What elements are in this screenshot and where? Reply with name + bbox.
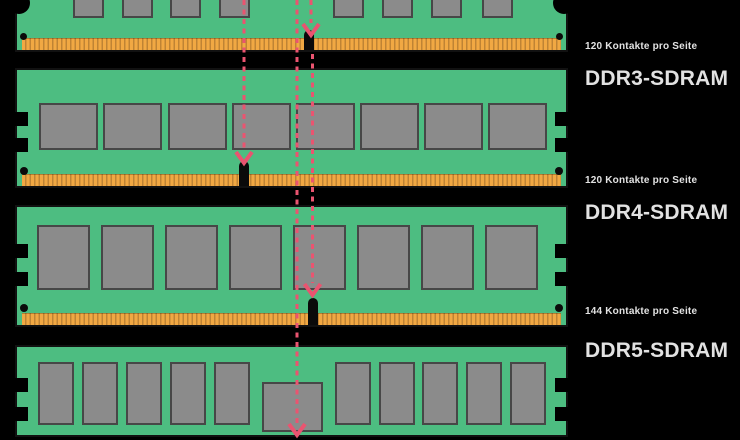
memory-chip: [510, 362, 546, 425]
memory-chip: [466, 362, 502, 425]
memory-chip: [335, 362, 371, 425]
side-cutout: [15, 138, 28, 152]
side-cutout: [555, 138, 568, 152]
memory-chip: [431, 0, 462, 18]
side-cutout: [15, 378, 28, 392]
memory-chip: [422, 362, 458, 425]
screw-hole: [556, 33, 563, 40]
side-latch-notch: [8, 0, 30, 14]
memory-chip: [424, 103, 483, 150]
memory-chip: [357, 225, 410, 290]
memory-chip: [382, 0, 413, 18]
center-buffer-chip: [262, 382, 323, 432]
module-ddr3: [15, 68, 568, 188]
memory-chip: [122, 0, 153, 18]
module-heading-ddr5: DDR5-SDRAM: [585, 339, 729, 362]
side-cutout: [555, 272, 568, 286]
memory-chip: [333, 0, 364, 18]
screw-hole: [20, 167, 28, 175]
pin-strip: [22, 313, 561, 325]
pin-strip: [22, 174, 561, 186]
memory-chip: [296, 103, 355, 150]
contacts-label-ddr3: 120 Kontakte pro Seite: [585, 175, 698, 186]
memory-chip: [482, 0, 513, 18]
module-top-partial: [8, 0, 575, 52]
side-cutout: [555, 112, 568, 126]
module-ddr4: [15, 205, 568, 327]
side-cutout: [15, 407, 28, 421]
memory-chip: [219, 0, 250, 18]
module-ddr5: [15, 345, 568, 437]
memory-chip: [39, 103, 98, 150]
memory-chip: [421, 225, 474, 290]
memory-chip: [38, 362, 74, 425]
memory-chip: [103, 103, 162, 150]
memory-chip: [170, 0, 201, 18]
memory-chip: [73, 0, 104, 18]
memory-chip: [37, 225, 90, 290]
memory-chip: [232, 103, 291, 150]
memory-chip: [101, 225, 154, 290]
side-cutout: [15, 272, 28, 286]
memory-chip: [379, 362, 415, 425]
memory-chip: [293, 225, 346, 290]
module-heading-ddr3: DDR3-SDRAM: [585, 67, 729, 90]
key-notch: [304, 30, 314, 50]
memory-chip: [360, 103, 419, 150]
memory-chip: [82, 362, 118, 425]
screw-hole: [20, 304, 28, 312]
memory-chip: [170, 362, 206, 425]
screw-hole: [20, 33, 27, 40]
key-notch: [239, 161, 249, 186]
side-latch-notch: [553, 0, 575, 14]
side-cutout: [555, 407, 568, 421]
pin-strip: [22, 38, 561, 50]
side-cutout: [555, 378, 568, 392]
key-notch: [308, 298, 318, 325]
contacts-label-top-module: 120 Kontakte pro Seite: [585, 41, 698, 52]
screw-hole: [555, 167, 563, 175]
memory-chip: [165, 225, 218, 290]
contacts-label-ddr4: 144 Kontakte pro Seite: [585, 306, 698, 317]
memory-chip: [229, 225, 282, 290]
side-cutout: [15, 244, 28, 258]
module-heading-ddr4: DDR4-SDRAM: [585, 201, 729, 224]
memory-chip: [488, 103, 547, 150]
screw-hole: [555, 304, 563, 312]
memory-chip: [126, 362, 162, 425]
memory-chip: [485, 225, 538, 290]
side-cutout: [15, 112, 28, 126]
memory-chip: [214, 362, 250, 425]
side-cutout: [555, 244, 568, 258]
memory-chip: [168, 103, 227, 150]
